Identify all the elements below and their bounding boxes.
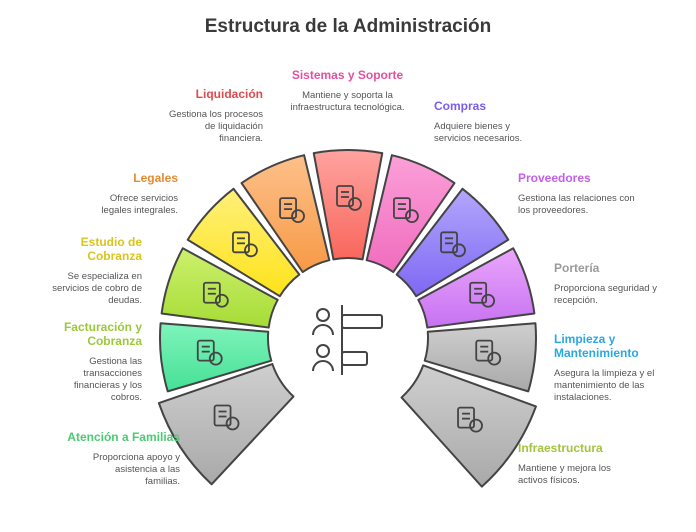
shopping-cart-icon <box>393 197 419 224</box>
label-proveedores: Proveedores Gestiona las relaciones con … <box>518 171 638 217</box>
label-title: Sistemas y Soporte <box>291 68 404 82</box>
label-title: Limpieza y Mantenimiento <box>554 332 639 360</box>
calculator-icon <box>196 339 223 366</box>
label-desc: Gestiona los procesos de liquidación fin… <box>169 109 263 144</box>
label-title: Compras <box>434 99 487 113</box>
label-title: Legales <box>133 171 178 185</box>
org-chart-icon <box>312 305 383 375</box>
label-limpieza: Limpieza y Mantenimiento Asegura la limp… <box>554 332 674 404</box>
label-desc: Gestiona las transacciones financieras y… <box>73 356 142 403</box>
label-title: Estudio de Cobranza <box>80 235 142 263</box>
label-facturacion: Facturación y Cobranza Gestiona las tran… <box>32 320 142 404</box>
label-sistemas: Sistemas y Soporte Mantiene y soporta la… <box>280 68 415 114</box>
documents-briefcase-icon <box>202 281 229 308</box>
label-title: Facturación y Cobranza <box>63 320 142 348</box>
label-legales: Legales Ofrece servicios legales integra… <box>58 171 178 217</box>
label-estudio: Estudio de Cobranza Se especializa en se… <box>32 235 142 307</box>
label-title: Portería <box>554 261 600 275</box>
family-home-icon <box>213 404 240 431</box>
security-guard-icon <box>469 281 496 308</box>
diagram-title: Estructura de la Administración <box>204 16 492 37</box>
label-desc: Asegura la limpieza y el mantenimiento d… <box>554 368 655 403</box>
building-helmet-icon <box>457 406 483 433</box>
label-title: Atención a Familias <box>67 430 180 444</box>
label-infraestructura: Infraestructura Mantiene y mejora los ac… <box>518 441 628 487</box>
segment-liquidacion <box>240 154 331 274</box>
label-desc: Ofrece servicios legales integrales. <box>101 193 178 216</box>
label-compras: Compras Adquiere bienes y servicios nece… <box>434 99 544 145</box>
segment-infraestructura <box>400 364 537 488</box>
label-liquidacion: Liquidación Gestiona los procesos de liq… <box>113 87 263 145</box>
label-title: Proveedores <box>518 171 591 185</box>
clipboard-dollar-icon <box>279 197 305 224</box>
label-desc: Mantiene y mejora los activos físicos. <box>518 463 611 486</box>
label-title: Liquidación <box>195 87 263 101</box>
label-desc: Gestiona las relaciones con los proveedo… <box>518 193 635 216</box>
label-desc: Adquiere bienes y servicios necesarios. <box>434 121 523 144</box>
label-desc: Proporciona apoyo y asistencia a las fam… <box>92 452 180 487</box>
label-desc: Se especializa en servicios de cobro de … <box>52 271 142 306</box>
label-atencion: Atención a Familias Proporciona apoyo y … <box>40 430 180 488</box>
segment-limpieza <box>423 322 537 393</box>
label-title: Infraestructura <box>518 441 603 455</box>
segment-sistemas <box>312 149 384 261</box>
scales-icon <box>232 231 258 258</box>
label-porteria: Portería Proporciona seguridad y recepci… <box>554 261 666 307</box>
cleaning-cart-icon <box>475 339 502 366</box>
label-desc: Mantiene y soporta la infraestructura te… <box>290 90 405 113</box>
segment-facturacion <box>159 322 273 393</box>
contract-handshake-icon <box>440 231 466 258</box>
label-desc: Proporciona seguridad y recepción. <box>554 283 657 306</box>
computers-icon <box>336 185 362 211</box>
